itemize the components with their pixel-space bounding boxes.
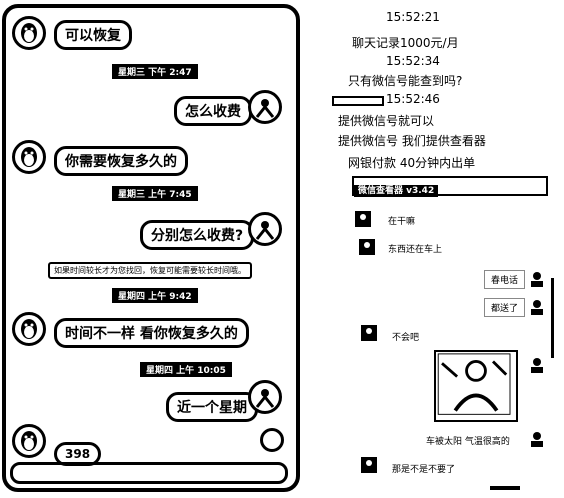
chat-line: 在干嘛 bbox=[388, 217, 416, 227]
viewer-banner: 微信查看器 v3.42 bbox=[352, 176, 548, 197]
timestamp: 15:52:46 bbox=[386, 92, 440, 106]
message-bubble: 你需要恢复多久的 bbox=[54, 146, 188, 176]
penguin-avatar-icon bbox=[12, 312, 46, 346]
message-bubble: 怎么收费 bbox=[174, 96, 252, 126]
chat-line: 不会吧 bbox=[392, 333, 420, 343]
message-bubble: 可以恢复 bbox=[54, 20, 132, 50]
chat-line: 网银付款 40分钟内出单 bbox=[348, 156, 476, 170]
user-avatar-icon bbox=[531, 358, 543, 373]
timestamp: 星期四 上午 10:05 bbox=[140, 362, 232, 377]
user-avatar-icon bbox=[248, 380, 282, 414]
timestamp: 星期三 下午 2:47 bbox=[112, 64, 198, 79]
chat-line: 聊天记录1000元/月 bbox=[352, 36, 459, 50]
penguin-avatar-icon bbox=[12, 140, 46, 174]
chat-bubble: 春电话 bbox=[484, 270, 526, 289]
photo-image-icon bbox=[437, 353, 511, 415]
timestamp: 星期三 上午 7:45 bbox=[112, 186, 198, 201]
timestamp: 星期四 上午 9:42 bbox=[112, 288, 198, 303]
user-avatar-icon bbox=[531, 432, 543, 447]
message-bubble: 时间不一样 看你恢复多久的 bbox=[54, 318, 249, 348]
chat-bubble: 都送了 bbox=[484, 298, 526, 317]
system-notice: 如果时间较长才为您找回，恢复可能需要较长时间哦。 bbox=[48, 262, 252, 279]
scrollbar[interactable] bbox=[551, 278, 554, 358]
redacted-name bbox=[332, 96, 384, 106]
user-avatar-icon bbox=[359, 239, 375, 255]
photo-thumbnail[interactable] bbox=[434, 350, 518, 422]
message-input[interactable] bbox=[10, 462, 288, 484]
chat-line: 提供微信号 我们提供查看器 bbox=[338, 134, 486, 148]
user-avatar-icon bbox=[248, 212, 282, 246]
user-avatar-icon bbox=[531, 272, 543, 287]
penguin-avatar-icon bbox=[12, 16, 46, 50]
user-avatar-icon bbox=[355, 211, 371, 227]
penguin-avatar-icon bbox=[12, 424, 46, 458]
timestamp: 15:52:21 bbox=[386, 10, 440, 24]
user-avatar-icon bbox=[248, 90, 282, 124]
chat-line: 东西还在车上 bbox=[388, 245, 443, 255]
message-bubble: 分别怎么收费? bbox=[140, 220, 255, 250]
chat-line: 提供微信号就可以 bbox=[338, 114, 435, 128]
chat-line: 那是不是不要了 bbox=[392, 465, 456, 475]
user-avatar-icon bbox=[361, 457, 377, 473]
user-avatar-icon bbox=[531, 300, 543, 315]
user-avatar-icon bbox=[361, 325, 377, 341]
bottom-indicator bbox=[490, 486, 520, 490]
chat-line: 车被太阳 气温很高的 bbox=[426, 437, 510, 447]
smile-icon[interactable] bbox=[260, 428, 284, 452]
viewer-title: 微信查看器 v3.42 bbox=[354, 185, 439, 197]
chat-line: 只有微信号能查到吗? bbox=[348, 74, 463, 88]
timestamp: 15:52:34 bbox=[386, 54, 440, 68]
message-bubble: 近一个星期 bbox=[166, 392, 258, 422]
